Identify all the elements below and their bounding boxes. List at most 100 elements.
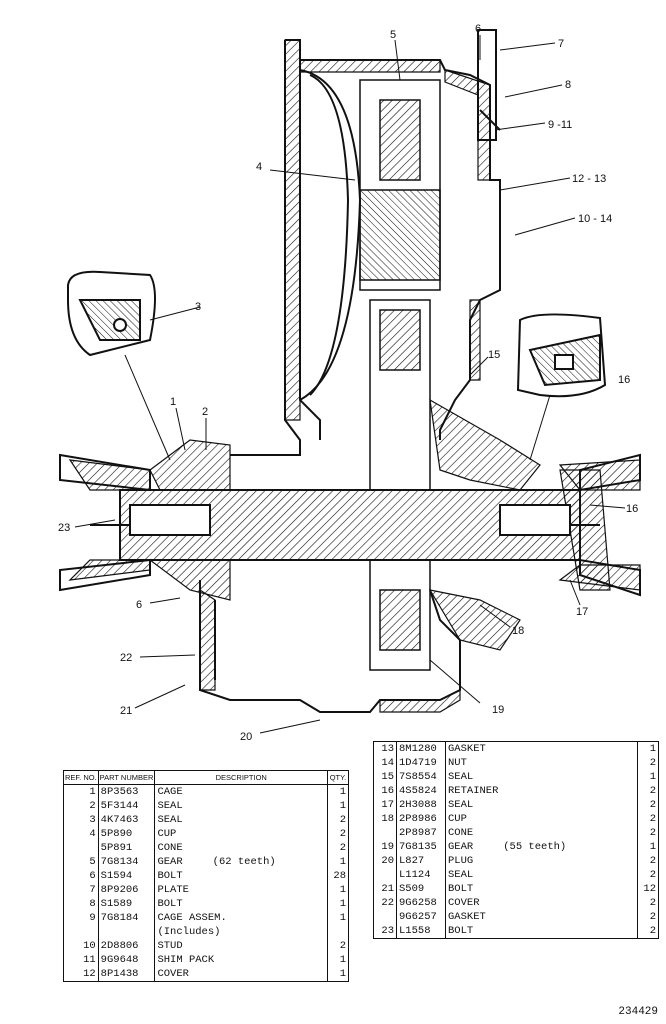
table-header-row: REF. NO. PART NUMBER DESCRIPTION QTY.: [63, 770, 349, 785]
part-number: 8P1438: [98, 967, 156, 982]
description: SHIM PACK: [154, 953, 328, 967]
exploded-assembly-drawing: 1 2 3 4 5 6 6 7 8 9 -11 10 - 14 12 - 13 …: [58, 23, 641, 743]
header-qty: QTY.: [327, 770, 349, 785]
description-text: BOLT: [157, 898, 183, 910]
callout-23: 23: [58, 522, 70, 534]
part-number: 7G8135: [396, 840, 446, 854]
part-number: 9G6258: [396, 896, 446, 910]
description: SEAL: [445, 798, 638, 812]
callout-2: 2: [202, 406, 208, 418]
quantity: 1: [339, 884, 346, 896]
callout-15: 15: [488, 349, 500, 361]
part-number: 7G8134: [98, 855, 156, 869]
part-number: 8P3563: [98, 784, 156, 799]
description: STUD: [154, 939, 328, 953]
seal-detail-left: [67, 270, 156, 357]
part-number: 2H3088: [396, 798, 446, 812]
main-shaft: [90, 489, 600, 561]
description-text: CONE: [157, 842, 183, 854]
callout-6b: 6: [136, 599, 142, 611]
description-text: SEAL: [448, 771, 474, 783]
description-text: COVER: [157, 968, 189, 980]
description: NUT: [445, 756, 638, 770]
description: COVER: [445, 896, 638, 910]
callout-20: 20: [240, 731, 252, 743]
ref-no: 12: [63, 967, 99, 982]
part-number: L1124: [396, 868, 446, 882]
drawing-number: 234429: [618, 1006, 658, 1018]
quantity: 1: [339, 856, 346, 868]
quantity: 2: [339, 814, 346, 826]
description-text: GEAR: [448, 841, 474, 853]
part-number: 5P891: [98, 841, 156, 855]
header-part-number: PART NUMBER: [98, 770, 156, 785]
callout-22: 22: [120, 652, 132, 664]
part-number: 8P9206: [98, 883, 156, 897]
header-ref-no: REF. NO.: [63, 770, 99, 785]
description: GASKET: [445, 741, 638, 756]
description-text: SEAL: [448, 869, 474, 881]
ref-no: 22: [373, 896, 397, 910]
description-text: (Includes): [157, 926, 221, 938]
ref-no: 13: [373, 741, 397, 756]
description: SEAL: [445, 868, 638, 882]
quantity: 1: [649, 743, 656, 755]
ref-no: 20: [373, 854, 397, 868]
ref-no: 6: [63, 869, 99, 883]
quantity: 2: [649, 897, 656, 909]
description-text: CAGE ASSEM.: [157, 912, 227, 924]
description-text: PLUG: [448, 855, 474, 867]
description-text: GASKET: [448, 911, 486, 923]
description: PLUG: [445, 854, 638, 868]
description: CONE: [445, 826, 638, 840]
quantity: 1: [649, 841, 656, 853]
quantity: 2: [649, 813, 656, 825]
header-description: DESCRIPTION: [154, 770, 328, 785]
description: SEAL: [445, 770, 638, 784]
description: BOLT: [445, 882, 638, 896]
callout-19: 19: [492, 704, 504, 716]
callout-6a: 6: [475, 23, 481, 35]
part-number: L1558: [396, 924, 446, 939]
quantity: 2: [339, 842, 346, 854]
quantity: 2: [649, 757, 656, 769]
part-number: [98, 925, 156, 939]
ref-no: [373, 910, 397, 924]
description-note: (62 teeth): [212, 856, 276, 868]
description-text: BOLT: [448, 883, 474, 895]
description: CUP: [154, 827, 328, 841]
description: RETAINER: [445, 784, 638, 798]
quantity: 1: [339, 968, 346, 980]
callout-1: 1: [170, 396, 176, 408]
callout-16a: 16: [618, 374, 630, 386]
description-text: NUT: [448, 757, 467, 769]
ref-no: 7: [63, 883, 99, 897]
description: BOLT: [154, 869, 328, 883]
leader-lines: [74, 35, 626, 734]
part-number: 9G9648: [98, 953, 156, 967]
part-number: 7G8184: [98, 911, 156, 925]
part-number: S1589: [98, 897, 156, 911]
ref-no: 3: [63, 813, 99, 827]
callout-9-11: 9 -11: [548, 119, 572, 131]
quantity: 1: [649, 771, 656, 783]
description-text: SEAL: [448, 799, 474, 811]
description: GEAR(62 teeth): [154, 855, 328, 869]
description-text: CAGE: [157, 786, 183, 798]
part-number: 1D4719: [396, 756, 446, 770]
